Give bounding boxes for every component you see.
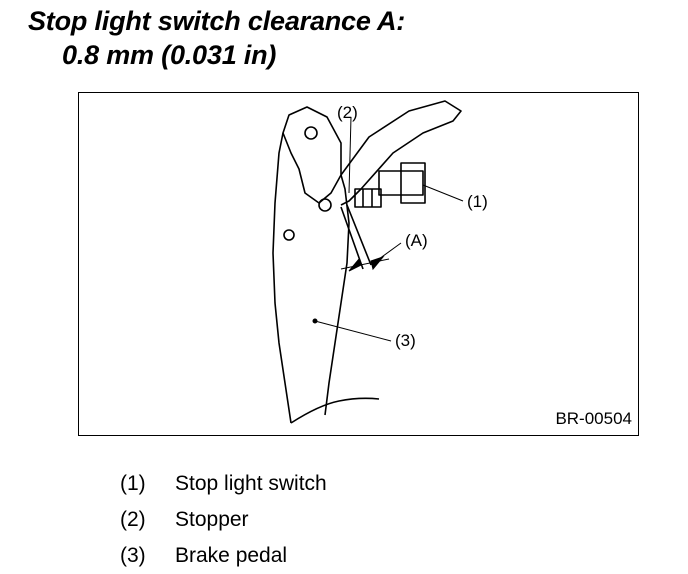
leader-3 xyxy=(314,320,392,342)
legend-item: (1) Stop light switch xyxy=(120,466,327,502)
arrow-left xyxy=(348,257,362,272)
diagram-frame: (2) (1) (A) (3) BR-00504 xyxy=(78,92,639,436)
legend-item: (2) Stopper xyxy=(120,502,327,538)
pedal-hole xyxy=(283,229,295,241)
leader-2 xyxy=(348,116,352,194)
callout-2: (2) xyxy=(337,103,358,122)
callout-3: (3) xyxy=(395,331,416,350)
heading: Stop light switch clearance A: 0.8 mm (0… xyxy=(28,4,405,72)
heading-line-2: 0.8 mm (0.031 in) xyxy=(62,40,277,70)
pedal-bracket xyxy=(282,106,342,204)
switch-bracket xyxy=(340,100,462,206)
figure-id: BR-00504 xyxy=(555,409,632,428)
legend-label: Stopper xyxy=(175,508,249,531)
legend-label: Brake pedal xyxy=(175,544,288,567)
heading-line-1: Stop light switch clearance A: xyxy=(28,6,406,36)
legend-number: (2) xyxy=(120,508,146,531)
legend: (1) Stop light switch (2) Stopper (3) Br… xyxy=(120,466,327,574)
brake-pedal-diagram xyxy=(272,100,464,424)
pedal-hole xyxy=(304,126,318,140)
dimension-line-A xyxy=(340,258,390,270)
legend-label: Stop light switch xyxy=(175,472,327,495)
brake-pedal-arm xyxy=(272,132,350,424)
arrow-right xyxy=(370,255,385,271)
leader-1 xyxy=(422,184,464,202)
pedal-pad xyxy=(290,397,380,424)
stop-light-switch xyxy=(354,162,426,208)
legend-number: (1) xyxy=(120,472,146,495)
callout-A: (A) xyxy=(405,231,428,250)
pedal-hole xyxy=(318,198,332,212)
callout-1: (1) xyxy=(467,192,488,211)
legend-number: (3) xyxy=(120,544,146,567)
leader-A xyxy=(378,242,402,260)
legend-item: (3) Brake pedal xyxy=(120,538,327,574)
